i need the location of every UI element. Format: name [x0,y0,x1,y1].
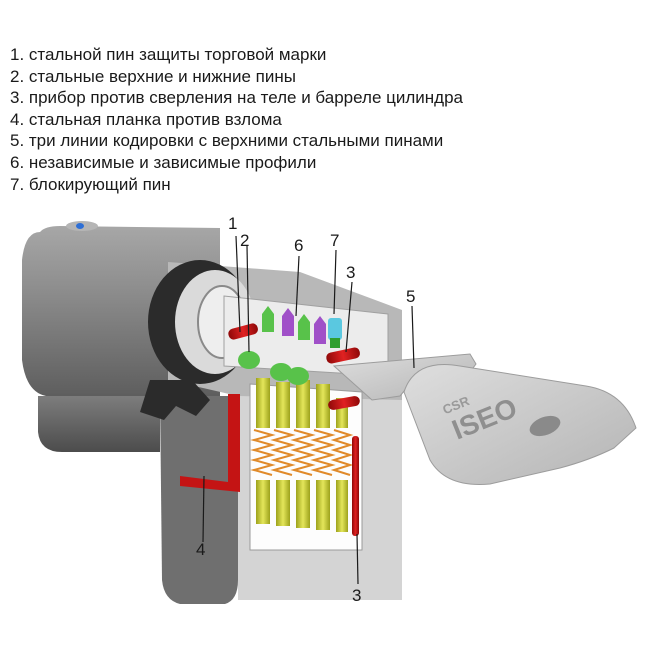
upper-pin-icon [316,384,330,428]
callout-6: 6 [294,236,303,255]
blocking-pin-icon [328,318,342,340]
blue-dot-icon [76,223,84,229]
callout-3-bottom: 3 [352,586,361,605]
lower-pin-icon [296,480,310,528]
callout-3-top: 3 [346,263,355,282]
upper-pin-icon [296,380,310,428]
green-ball-icon [238,351,260,369]
callout-1: 1 [228,214,237,233]
lower-pin-icon [276,480,290,526]
upper-pin-icon [256,378,270,428]
callout-7: 7 [330,231,339,250]
callout-5: 5 [406,287,415,306]
lower-pin-icon [336,480,348,532]
lower-pin-icon [316,480,330,530]
anti-drill-rod-icon [352,436,359,536]
upper-pin-icon [276,382,290,428]
green-ball-icon [287,367,309,385]
lower-pin-icon [256,480,270,524]
callout-4: 4 [196,540,205,559]
callout-2: 2 [240,231,249,250]
